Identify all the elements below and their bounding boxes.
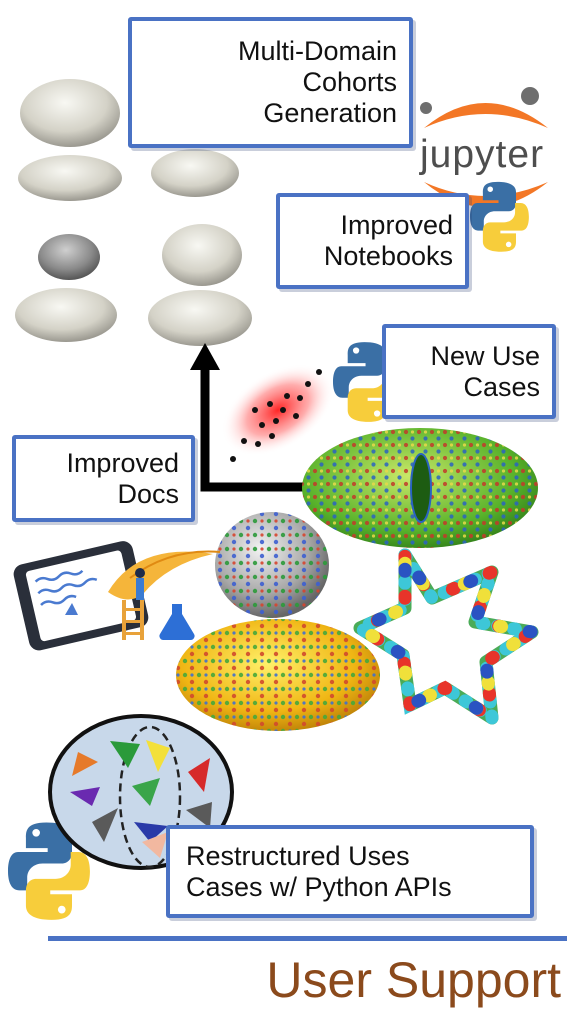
star-bead-chain bbox=[346, 532, 550, 731]
callout-line: Cases bbox=[463, 371, 540, 402]
gray-particle-sphere bbox=[215, 512, 329, 618]
callout-line: Improved bbox=[66, 447, 179, 478]
yellow-particle-ellipsoid bbox=[176, 619, 380, 731]
callout-line: Cases w/ Python APIs bbox=[186, 871, 452, 902]
scatter-density-blob bbox=[221, 363, 335, 462]
arrow-up-icon bbox=[190, 343, 310, 492]
jupyter-wordmark: jupyter bbox=[420, 133, 545, 176]
restructured-use-cases-callout: Restructured Uses Cases w/ Python APIs bbox=[166, 825, 534, 918]
callout-line: New Use bbox=[430, 340, 540, 371]
improved-notebooks-callout: Improved Notebooks bbox=[276, 193, 469, 289]
callout-line: Cohorts bbox=[302, 67, 397, 97]
improved-docs-callout: Improved Docs bbox=[12, 435, 195, 522]
multi-domain-callout: Multi-Domain Cohorts Generation bbox=[128, 17, 413, 148]
section-divider bbox=[48, 936, 567, 941]
callout-line: Generation bbox=[263, 98, 397, 128]
cohort-ellipsoids bbox=[15, 79, 252, 346]
callout-line: Multi-Domain bbox=[237, 36, 397, 66]
callout-line: Restructured Uses bbox=[186, 840, 410, 871]
section-title: User Support bbox=[266, 952, 561, 1008]
callout-line: Notebooks bbox=[323, 241, 453, 271]
green-particle-ellipsoid bbox=[302, 428, 538, 548]
new-use-cases-callout: New Use Cases bbox=[382, 324, 556, 419]
callout-line: Improved bbox=[340, 210, 453, 240]
documentation-illustration-icon bbox=[13, 541, 221, 651]
callout-line: Docs bbox=[117, 478, 179, 509]
